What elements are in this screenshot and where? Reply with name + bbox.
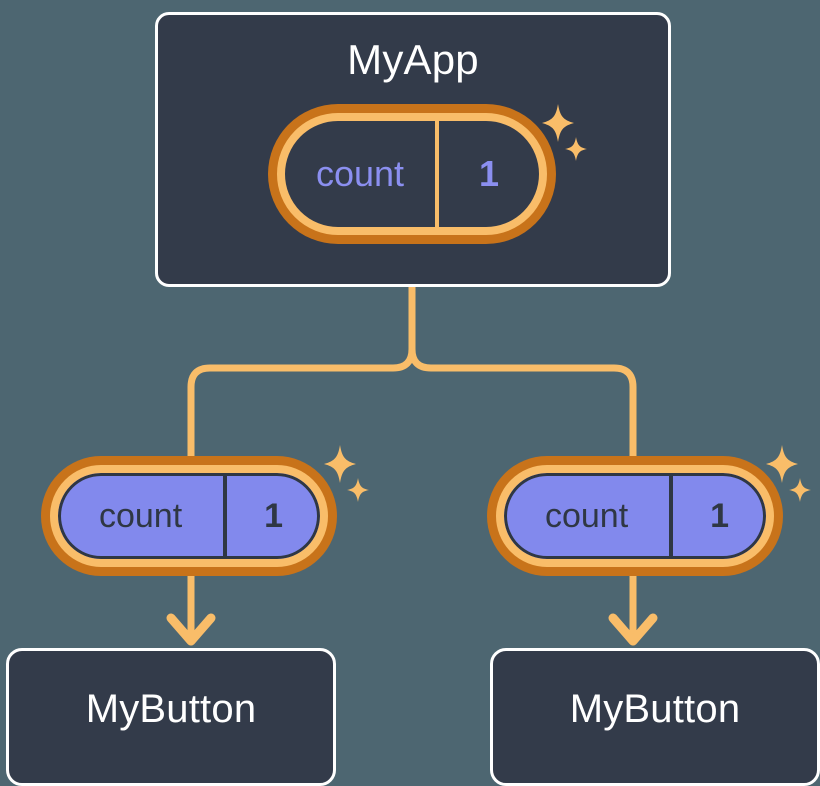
mybutton-title: MyButton [85,687,257,731]
state-pill-inner: count 1 [277,113,547,235]
state-value-label: 1 [435,121,539,227]
mybutton-title: MyButton [569,687,741,731]
state-pill-myapp[interactable]: count 1 [268,104,556,244]
mybutton-component-box-right[interactable]: MyButton [490,648,820,786]
state-pill-child-right[interactable]: count 1 [487,456,783,576]
state-pill-child-left[interactable]: count 1 [41,456,337,576]
state-value-label: 1 [223,473,320,559]
state-key-label: count [315,153,405,194]
state-key-label: count [544,496,629,535]
connector-root-to-right [408,283,637,460]
sparkle-four-point-small-left [347,478,369,502]
state-value-label: 1 [669,473,766,559]
state-pill-inner: count 1 [50,465,328,567]
state-pill-inner: count 1 [496,465,774,567]
arrow-down-icon-right [608,572,658,646]
state-key-label: count [98,496,183,535]
sparkle-four-point-small-right [789,478,811,502]
myapp-title: MyApp [347,36,479,83]
mybutton-component-box-left[interactable]: MyButton [6,648,336,786]
arrow-down-icon-left [166,572,216,646]
connector-root-to-left [187,283,416,460]
diagram-canvas: MyApp count 1 count 1 count 1 [6,12,820,786]
